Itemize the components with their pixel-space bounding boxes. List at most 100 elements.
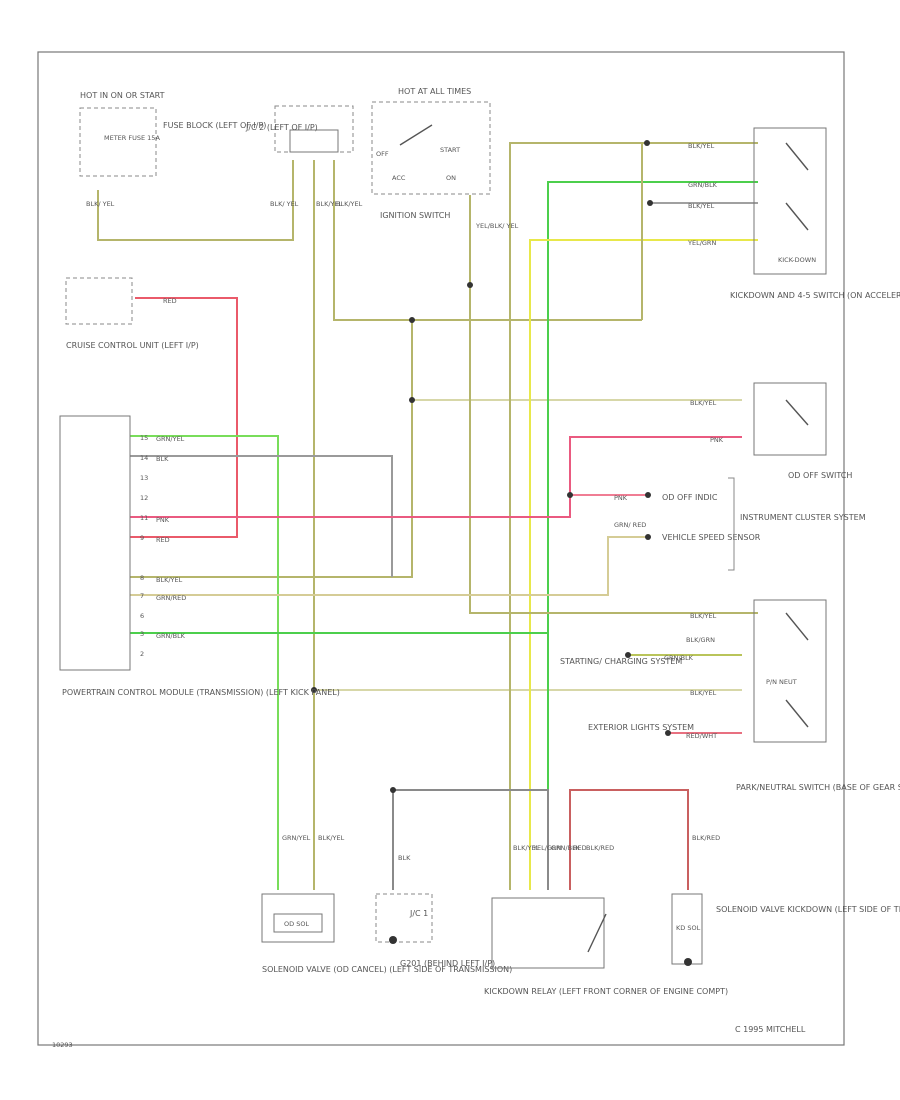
kickdown-relay: KICKDOWN RELAY (LEFT FRONT CORNER OF ENG… xyxy=(484,897,728,996)
pcm-pin: 15 xyxy=(140,434,148,442)
wires xyxy=(97,142,758,890)
junction-dot xyxy=(311,687,317,693)
ign-off-label: OFF xyxy=(376,150,389,158)
wire-pcm-blk xyxy=(130,455,393,577)
wire-label-ign-out: YEL/BLK/ YEL xyxy=(475,222,519,230)
jc1-label: J/C 1 xyxy=(409,909,428,918)
wire-kd-blkyel1 xyxy=(509,142,758,890)
fuse-block-dashed xyxy=(79,107,157,177)
wire-label-pn-blkyel2: BLK/YEL xyxy=(690,689,717,697)
solenoid-kd: KD SOL SOLENOID VALVE KICKDOWN (LEFT SID… xyxy=(671,893,900,966)
wire-label-pn-blkyel1: BLK/YEL xyxy=(690,612,717,620)
junction-dot xyxy=(645,534,651,540)
junction-dots xyxy=(311,140,671,793)
junction-dot xyxy=(467,282,473,288)
ignition-dashed xyxy=(371,101,491,195)
wire-label-kd-blkyel2: BLK/YEL xyxy=(688,202,715,210)
solenoid-od-label: SOLENOID VALVE (OD CANCEL) (LEFT SIDE OF… xyxy=(262,965,512,974)
wire-label-pcm-grnyel: GRN/YEL xyxy=(156,435,185,443)
wire-label-pcm-pnk: PNK xyxy=(156,516,170,524)
pcm-pin: 6 xyxy=(140,612,144,620)
pcm-pin: 12 xyxy=(140,494,148,502)
starting-system-label: STARTING/ CHARGING SYSTEM xyxy=(560,657,682,666)
wire-jc2-bus xyxy=(333,160,642,321)
od-off-switch-label: OD OFF SWITCH xyxy=(788,471,852,480)
junction-dot xyxy=(409,397,415,403)
junction-dot xyxy=(625,652,631,658)
cruise-unit: CRUISE CONTROL UNIT (LEFT I/P) xyxy=(65,277,199,350)
wire-label-kd-blkyel1: BLK/YEL xyxy=(688,142,715,150)
ignition-label: IGNITION SWITCH xyxy=(380,211,450,220)
junction-dot xyxy=(645,492,651,498)
ignition-switch-arm xyxy=(399,124,433,146)
wire-kd-grnblk xyxy=(547,181,758,890)
pcm-pin: 2 xyxy=(140,650,144,658)
solenoid-od-body xyxy=(261,893,335,943)
park-neutral-switch: P/N NEUT STARTING/ CHARGING SYSTEM EXTER… xyxy=(560,599,900,792)
wire-label-gnd-blk: BLK xyxy=(398,854,411,862)
wire-label-ind-pnk: PNK xyxy=(614,494,628,502)
wire-label-jc2-in: BLK/ YEL xyxy=(270,200,299,208)
solenoid-kd-ground xyxy=(684,958,692,966)
park-neutral-label: PARK/NEUTRAL SWITCH (BASE OF GEAR SELECT… xyxy=(736,783,900,792)
pcm-label: POWERTRAIN CONTROL MODULE (TRANSMISSION)… xyxy=(62,688,340,697)
solenoid-od-inner: OD SOL xyxy=(284,920,309,928)
pcm-pin: 8 xyxy=(140,574,144,582)
pcm-pin: 13 xyxy=(140,474,148,482)
kickdown-switch-inner: KICK-DOWN xyxy=(778,256,816,264)
pcm-pin: 7 xyxy=(140,592,144,600)
jc2: J/C 2 (LEFT OF I/P) xyxy=(245,105,354,153)
pcm-pin: 3 xyxy=(140,630,144,638)
wire-label-vss-grnred: GRN/ RED xyxy=(614,521,646,529)
wire-label-relay-grnblk: GRN/BLK xyxy=(551,844,581,852)
park-neutral-body xyxy=(753,599,827,743)
wire-label-relay-yelgrn: YEL/GRN xyxy=(532,844,561,852)
od-off-switch-body xyxy=(753,382,827,456)
wire-label-pn-blkgrn: BLK/GRN xyxy=(686,636,715,644)
cluster-bracket xyxy=(728,477,735,571)
pcm-pin: 11 xyxy=(140,514,148,522)
wire-ign-out xyxy=(469,195,758,614)
wire-label-odsw-pnk: PNK xyxy=(710,436,724,444)
fuse-hot-label: HOT IN ON OR START xyxy=(80,91,165,100)
wire-label-kd-yelgrn: YEL/GRN xyxy=(687,239,716,247)
fuse-meter-label: METER FUSE 15A xyxy=(104,134,160,142)
wire-label-jc2-out2: BLK/YEL xyxy=(336,200,363,208)
ign-acc-label: ACC xyxy=(392,174,406,182)
wire-labels: BLK/ YEL BLK/ YEL BLK/YEL BLK/YEL YEL/BL… xyxy=(86,142,724,862)
solenoid-od: OD SOL SOLENOID VALVE (OD CANCEL) (LEFT … xyxy=(261,893,512,974)
kd-contact xyxy=(785,202,809,231)
wire-pcm-pnk xyxy=(130,436,742,518)
jc2-label: J/C 2 (LEFT OF I/P) xyxy=(245,123,318,132)
diagram-frame xyxy=(37,51,845,1046)
kickdown-switch: KICK-DOWN KICKDOWN AND 4-5 SWITCH (ON AC… xyxy=(730,127,900,300)
wire-label-fuse-out: BLK/ YEL xyxy=(86,200,115,208)
wire-label-pn-grnblk: GRN/BLK xyxy=(664,654,694,662)
junction-dot xyxy=(644,140,650,146)
wire-fuse-jc2 xyxy=(97,160,294,241)
wire-label-pcm-grnblk: GRN/BLK xyxy=(156,632,186,640)
solenoid-od-core xyxy=(273,913,323,933)
kd-contact xyxy=(785,142,809,171)
wire-pcm-grnyel xyxy=(130,435,279,890)
od-off-contact xyxy=(785,399,809,426)
relay-contact xyxy=(587,913,607,953)
od-off-switch: OD OFF SWITCH xyxy=(753,382,852,480)
wire-cruise-red xyxy=(130,297,238,538)
junction-dot xyxy=(665,730,671,736)
junction-dot xyxy=(390,787,396,793)
fuse-block: HOT IN ON OR START METER FUSE 15A FUSE B… xyxy=(79,91,266,177)
pcm-pins: 15 14 13 12 11 9 8 7 6 3 2 xyxy=(140,434,148,658)
fuse-block-label: FUSE BLOCK (LEFT OF I/P) xyxy=(163,121,266,130)
solenoid-kd-label: SOLENOID VALVE KICKDOWN (LEFT SIDE OF TR… xyxy=(716,905,900,914)
wire-label-pcm-blk: BLK xyxy=(156,455,169,463)
instrument-cluster-label: INSTRUMENT CLUSTER SYSTEM xyxy=(740,513,866,522)
ground-label: G201 (BEHIND LEFT I/P) xyxy=(400,959,495,968)
pcm: POWERTRAIN CONTROL MODULE (TRANSMISSION)… xyxy=(59,415,340,697)
wire-relay-red xyxy=(569,789,689,890)
jc2-body xyxy=(289,129,339,153)
wire-label-sol-kd-blkred: BLK/RED xyxy=(692,834,720,842)
wire-label-pn-redwht: RED/WHT xyxy=(686,732,717,740)
kickdown-relay-body xyxy=(491,897,605,969)
